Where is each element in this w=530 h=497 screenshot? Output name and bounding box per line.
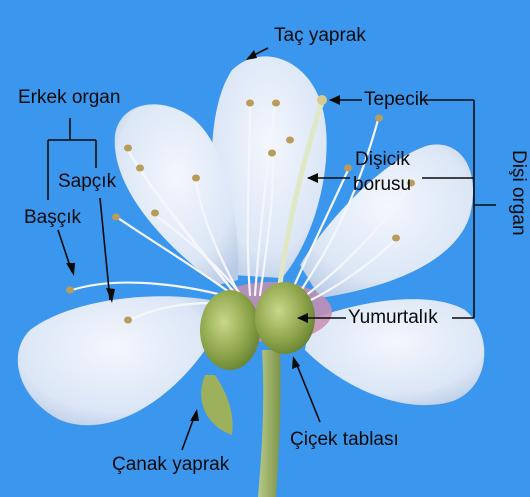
petal-left bbox=[18, 296, 210, 425]
label-tac-yaprak: Taç yaprak bbox=[274, 26, 366, 45]
stem bbox=[258, 350, 281, 497]
stigma bbox=[317, 95, 327, 105]
sepal-left-ovary bbox=[200, 290, 260, 370]
label-disicik-borusu-line1: Dişicik bbox=[355, 150, 410, 169]
label-tepecik: Tepecik bbox=[364, 90, 428, 109]
label-cicek-tablasi: Çiçek tablası bbox=[290, 430, 399, 449]
label-disi-organ: Dişi organ bbox=[498, 150, 528, 280]
label-disicik-borusu-line2: borusu bbox=[353, 175, 411, 194]
label-yumurtalik: Yumurtalık bbox=[348, 308, 438, 327]
label-bascik: Başçık bbox=[24, 208, 81, 227]
label-sapcik: Sapçık bbox=[58, 172, 116, 191]
label-canak-yaprak: Çanak yaprak bbox=[112, 455, 229, 474]
label-erkek-organ: Erkek organ bbox=[18, 88, 120, 107]
sepal bbox=[201, 375, 232, 435]
